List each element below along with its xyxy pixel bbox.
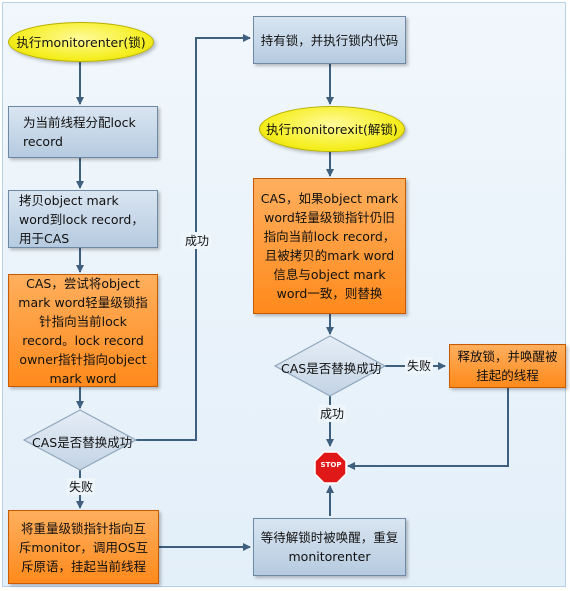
allocate-lock-record-node: 为当前线程分配lock record	[8, 106, 158, 158]
cas-exit-node: CAS，如果object mark word轻量级锁指针仍旧指向当前lock r…	[253, 178, 406, 314]
edge-release-stop	[347, 388, 509, 470]
wait-wakeup-node: 等待解锁时被唤醒，重复monitorenter	[253, 518, 406, 576]
edge-label-success-down: 成功	[318, 405, 347, 422]
edge-label-success-up: 成功	[183, 232, 212, 249]
start-node: 执行monitorenter(锁)	[8, 22, 154, 62]
copy-mark-word-node: 拷贝object mark word到lock record，用于CAS	[8, 190, 158, 248]
release-lock-node: 释放锁，并唤醒被挂起的线程	[449, 344, 566, 388]
decision1-diamond	[22, 409, 138, 471]
stop-sign	[314, 451, 347, 484]
decision1-label: CAS是否替换成功	[32, 435, 133, 450]
edge-label-fail-right: 失败	[405, 357, 434, 374]
decision2-diamond	[273, 335, 387, 397]
edge-label-fail-down: 失败	[67, 478, 96, 495]
decision2-label: CAS是否替换成功	[281, 361, 382, 376]
cas-try-node: CAS，尝试将object mark word轻量级锁指针指向当前lock re…	[8, 274, 158, 387]
stop-label: STOP	[320, 461, 342, 469]
monitorexit-node: 执行monitorexit(解锁)	[259, 106, 405, 152]
hold-lock-node: 持有锁，并执行锁内代码	[253, 16, 406, 64]
inflate-monitor-node: 将重量级锁指针指向互斥monitor，调用OS互斥原语，挂起当前线程	[8, 510, 159, 584]
